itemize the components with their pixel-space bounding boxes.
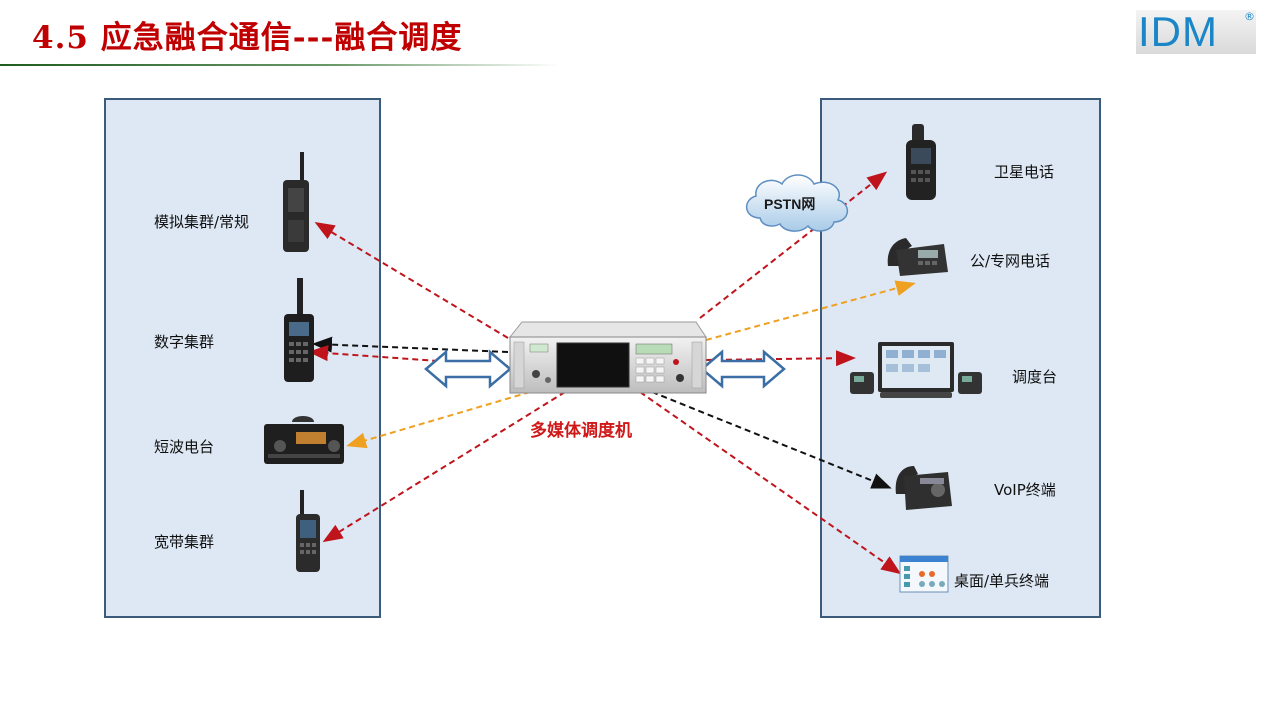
pstn-cloud-label: PSTN网 [764,196,815,212]
shortwave-radio-icon [264,416,344,464]
dispatch-console-icon [850,342,982,398]
digital-radio-icon [284,278,314,382]
link-shortwave [346,391,531,449]
page-title: 4.5 应急融合通信---融合调度 [32,20,463,56]
label-digital-trunk: 数字集群 [154,333,215,351]
analog-walkie-talkie-icon [283,152,309,252]
link-desk-phone [705,280,916,341]
satellite-phone-icon [906,124,936,200]
link-voip [651,391,892,489]
broadband-handset-icon [296,490,320,572]
title-divider [0,64,560,66]
label-desktop-terminal: 桌面/单兵终端 [954,572,1050,590]
dispatcher-label: 多媒体调度机 [530,421,632,441]
link-analog-trunk [314,221,509,339]
label-voip-terminal: VoIP终端 [994,481,1056,499]
logo-registered-mark: ® [1244,10,1255,23]
voip-phone-icon [895,466,952,510]
right-device-panel [820,98,1101,618]
multimedia-dispatcher-icon [508,321,707,394]
right-double-arrow [700,349,786,389]
desktop-terminal-icon [899,555,949,593]
label-analog-trunk: 模拟集群/常规 [154,213,250,231]
link-broadband [322,391,566,543]
link-dispatch [705,350,856,367]
label-satellite-phone: 卫星电话 [994,163,1055,181]
pstn-cloud-icon [746,174,848,232]
desk-phone-icon [887,238,948,276]
label-shortwave-radio: 短波电台 [154,438,215,456]
label-desk-phone: 公/专网电话 [970,252,1051,270]
link-satellite [699,171,888,319]
link-digital-trunk-black [312,336,509,353]
logo-text: IDM [1138,8,1218,55]
label-dispatch-console: 调度台 [1012,368,1058,386]
label-broadband-trunk: 宽带集群 [154,533,215,551]
link-desktop-terminal [639,391,902,575]
idm-logo: IDM ® [1136,10,1256,54]
left-double-arrow [424,349,512,389]
